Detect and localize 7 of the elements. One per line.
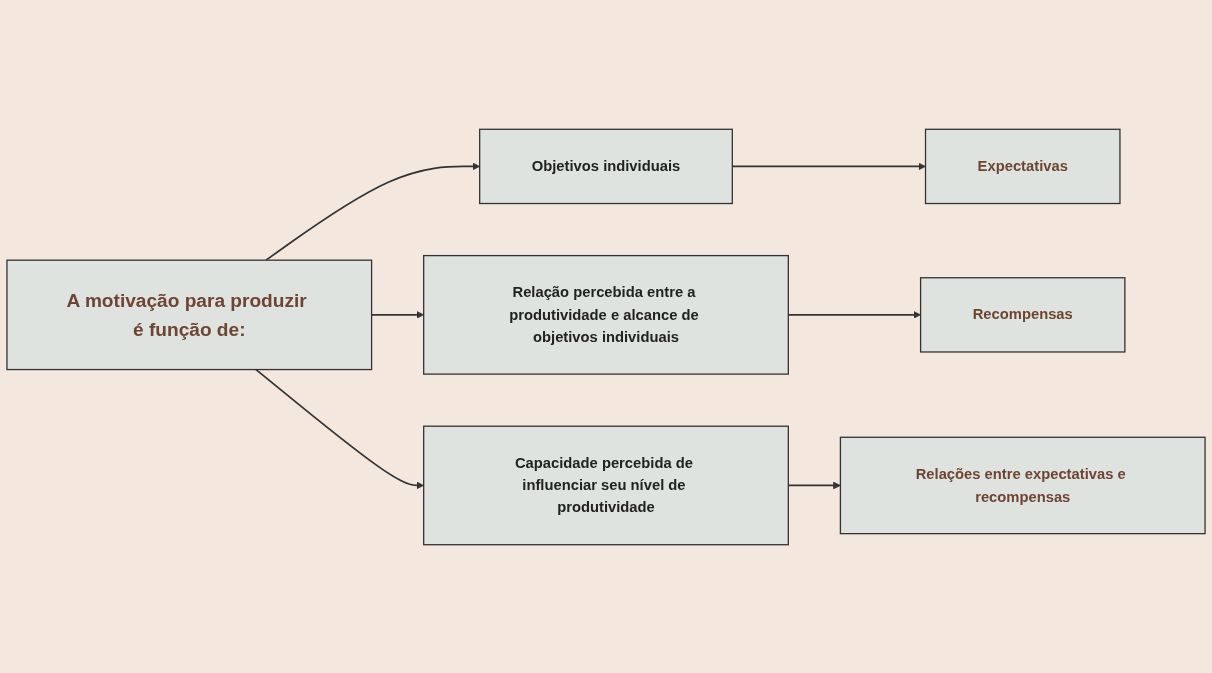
node-box: Expectativas <box>924 128 1121 204</box>
node-box: Capacidade percebida de influenciar seu nível de produtividade <box>423 425 789 545</box>
node-box: A motivação para produzir é função de: <box>6 259 373 370</box>
node-box: Relações entre expectativas e recompensas <box>839 436 1206 534</box>
node-box: Recompensas <box>919 276 1126 353</box>
node-box: Relação percebida entre a produtividade e alcance de objetivos individuais <box>423 254 789 375</box>
node-box: Objetivos individuais <box>479 128 733 204</box>
